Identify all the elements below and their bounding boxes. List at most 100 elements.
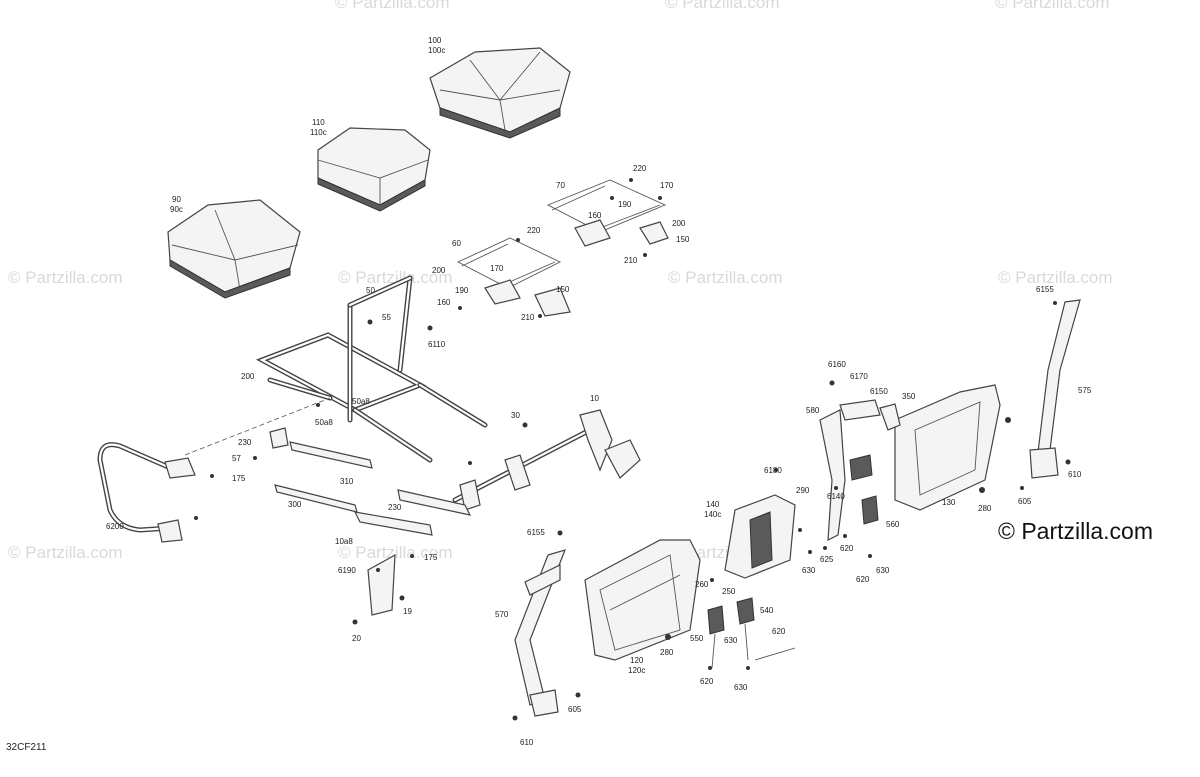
callout-label: 230 (238, 438, 252, 447)
callout-label: 30 (511, 411, 520, 420)
callout-label: 6150 (870, 387, 888, 396)
callout-label: 150 (556, 285, 570, 294)
callout-label: 6160 (828, 360, 846, 369)
callout-label: 200 (432, 266, 446, 275)
seatback-120 (584, 539, 701, 661)
callout-label: 160 (437, 298, 451, 307)
callout-label: 200 (241, 372, 255, 381)
callout-label: 60 (452, 239, 461, 248)
seat-cushion-90 (167, 199, 301, 299)
watermark: © Partzilla.com (338, 268, 453, 287)
seatback-140 (724, 494, 796, 579)
callout-label: 90c (170, 205, 183, 214)
callout-label: 200 (672, 219, 686, 228)
callout-label: 120 (630, 656, 644, 665)
callout-label: 630 (802, 566, 816, 575)
buckles (707, 597, 796, 669)
callout-label: 350 (902, 392, 916, 401)
diagram-code: 32CF211 (6, 742, 47, 753)
copyright-notice: © Partzilla.com (998, 518, 1153, 544)
callout-label: 175 (424, 553, 438, 562)
callout-label: 190 (455, 286, 469, 295)
watermark: © Partzilla.com (335, 0, 450, 12)
callout-label: 110c (310, 128, 327, 137)
callout-label: 575 (1078, 386, 1092, 395)
callout-label: 580 (806, 406, 820, 415)
watermark: © Partzilla.com (8, 543, 123, 562)
watermark: © Partzilla.com (995, 0, 1110, 12)
callout-label: 6180 (764, 466, 782, 475)
seat-base-frame (255, 275, 488, 463)
callout-label: 170 (660, 181, 674, 190)
callout-label: 550 (690, 634, 704, 643)
callout-label: 610 (1068, 470, 1082, 479)
callout-label: 175 (232, 474, 246, 483)
seatback-130 (879, 384, 1001, 511)
callout-label: 140 (706, 500, 720, 509)
callout-label: 210 (624, 256, 638, 265)
callout-label: 290 (796, 486, 810, 495)
callout-label: 280 (978, 504, 992, 513)
callout-label: 100 (428, 36, 442, 45)
callout-label: 160 (588, 211, 602, 220)
lower-bracket (367, 553, 396, 616)
callout-label: 250 (722, 587, 736, 596)
callout-label: 110 (312, 118, 325, 127)
callout-label: 190 (618, 200, 632, 209)
callout-label: 630 (876, 566, 890, 575)
seatbelt-570 (514, 549, 567, 717)
watermark: © Partzilla.com (668, 268, 783, 287)
callout-label: 610 (520, 738, 534, 747)
watermark: © Partzilla.com (665, 0, 780, 12)
callout-label: 605 (1018, 497, 1032, 506)
callout-label: 130 (942, 498, 956, 507)
callout-label: 90 (172, 195, 181, 204)
callout-label: 260 (695, 580, 709, 589)
callout-label: 6140 (827, 492, 845, 501)
callout-label: 630 (724, 636, 738, 645)
callout-label: 6200 (106, 522, 124, 531)
callout-label: 20 (352, 634, 361, 643)
callout-label: 19 (403, 607, 412, 616)
watermark: © Partzilla.com (998, 268, 1113, 287)
callout-label: 6155 (527, 528, 545, 537)
callout-label: 210 (521, 313, 535, 322)
callout-label: 10 (590, 394, 599, 403)
callout-label: 605 (568, 705, 582, 714)
callout-label: 620 (700, 677, 714, 686)
watermark: © Partzilla.com (8, 268, 123, 287)
callout-label: 310 (340, 477, 354, 486)
seat-cushion-110 (317, 127, 431, 212)
callout-label: 6110 (428, 340, 446, 349)
callout-label: 55 (382, 313, 391, 322)
callout-label: 220 (527, 226, 541, 235)
fastener-hardware (194, 178, 1071, 721)
callout-label: 620 (856, 575, 870, 584)
callout-label: 6170 (850, 372, 868, 381)
callout-label: 620 (840, 544, 854, 553)
seat-frame-60 (456, 237, 571, 317)
seatbelt-580 (819, 399, 881, 542)
seatbelt-575 (1029, 299, 1081, 479)
watermark: © Partzilla.com (338, 543, 453, 562)
callout-label: 280 (660, 648, 674, 657)
callout-label: 100c (428, 46, 446, 55)
callout-label: 230 (388, 503, 402, 512)
callout-label: 6155 (1036, 285, 1054, 294)
callout-label: 10a8 (335, 537, 353, 546)
callout-label: 560 (886, 520, 900, 529)
callout-label: 150 (676, 235, 690, 244)
callout-label: 6190 (338, 566, 356, 575)
callout-label: 540 (760, 606, 774, 615)
callout-label: 50a8 (315, 418, 333, 427)
callout-label: 140c (704, 510, 722, 519)
callout-label: 220 (633, 164, 647, 173)
callout-label: 300 (288, 500, 302, 509)
grab-handle-6200 (97, 397, 331, 543)
callout-label: 170 (490, 264, 504, 273)
callout-label: 50a8 (352, 397, 370, 406)
callout-label: 57 (232, 454, 241, 463)
callout-label: 570 (495, 610, 509, 619)
